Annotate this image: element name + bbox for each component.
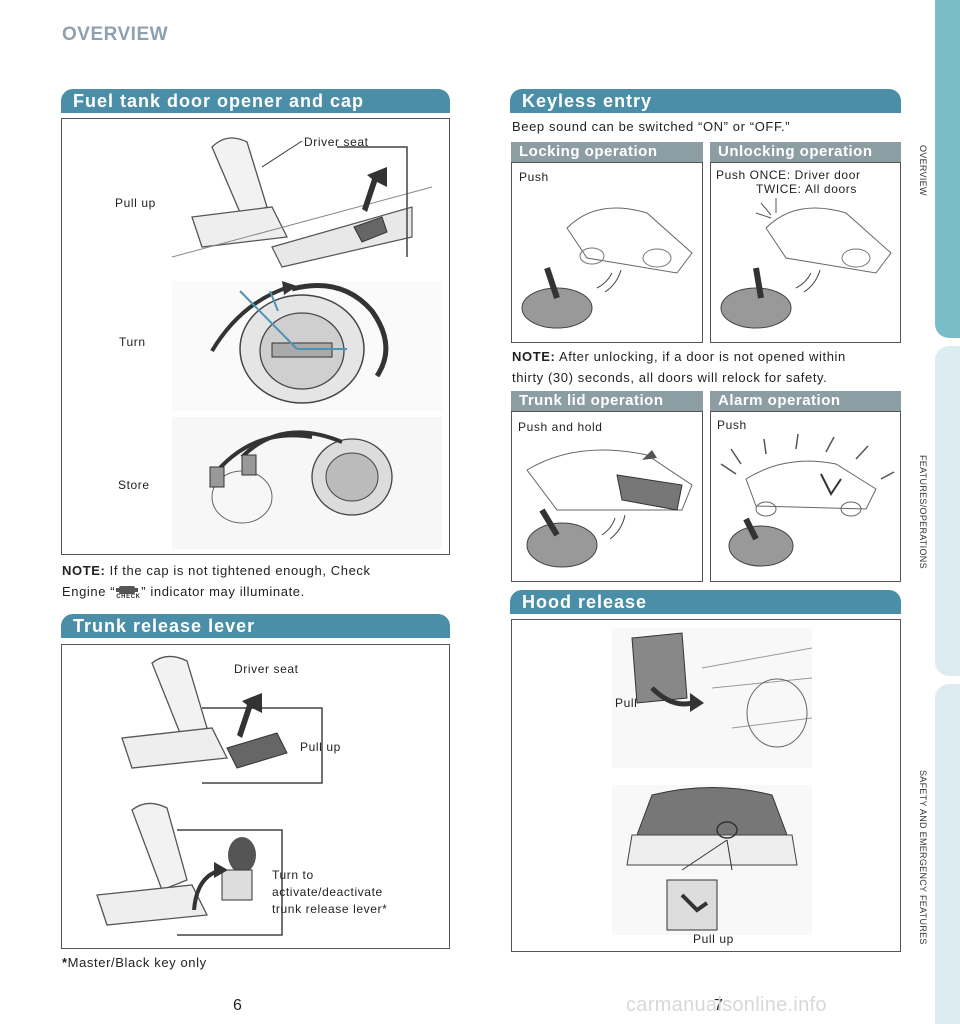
hood-section-title: Hood release — [510, 590, 901, 614]
page-number-left: 6 — [233, 997, 242, 1014]
fuel-note-text-2a: Engine “ — [62, 584, 116, 599]
locking-car-remote-illustration — [521, 207, 693, 329]
trunk-seat-illustration-1 — [121, 655, 323, 784]
fuel-cap-illustration — [172, 281, 442, 411]
fuel-label-pull-up: Pull up — [115, 196, 156, 210]
sidebar-label-overview: OVERVIEW — [918, 145, 928, 196]
trunk-label-turn-2: activate/deactivate — [272, 885, 383, 899]
unlocking-label-1: Push ONCE: Driver door — [716, 168, 861, 182]
keyless-note-label: NOTE: — [512, 349, 556, 364]
trunk-label-turn-3: trunk release lever* — [272, 902, 388, 916]
locking-title: Locking operation — [511, 142, 703, 162]
alarm-illustration-box — [710, 411, 901, 582]
fuel-label-turn: Turn — [119, 335, 146, 349]
keyless-note-text-2: thirty (30) seconds, all doors will relo… — [512, 370, 828, 385]
unlocking-label-2: TWICE: All doors — [756, 182, 857, 196]
unlocking-illustration-box — [710, 162, 901, 343]
driver-seat-pointer — [262, 140, 303, 168]
hood-latch-illustration — [612, 785, 812, 935]
fuel-illustration-box — [61, 118, 450, 555]
sidebar-tab-safety[interactable] — [935, 684, 960, 1024]
trunk-label-pull-up: Pull up — [300, 740, 341, 754]
hood-lever-illustration — [612, 628, 812, 768]
keyless-section-title: Keyless entry — [510, 89, 901, 113]
keyless-note: NOTE: After unlocking, if a door is not … — [512, 346, 902, 388]
alarm-title: Alarm operation — [710, 391, 901, 411]
fuel-label-driver-seat: Driver seat — [304, 135, 369, 149]
seat-illustration — [172, 137, 433, 268]
fuel-label-store: Store — [118, 478, 150, 492]
keyless-note-text-1: After unlocking, if a door is not opened… — [555, 349, 846, 364]
trunk-footnote: *Master/Black key only — [62, 952, 207, 973]
trunk-lid-push-label: Push and hold — [518, 420, 603, 434]
trunk-seat-illustration-2 — [96, 802, 283, 936]
unlocking-car-remote-illustration — [720, 198, 892, 329]
fuel-note-label: NOTE: — [62, 563, 106, 578]
fuel-store-illustration — [172, 417, 442, 549]
hood-illustration-box — [511, 619, 901, 952]
check-icon-text: CHECK — [116, 593, 141, 600]
alarm-push-label: Push — [717, 418, 747, 432]
watermark: carmanualsonline.info — [626, 994, 827, 1016]
page-title: OVERVIEW — [62, 24, 169, 45]
check-engine-icon: CHECK — [115, 584, 141, 602]
page-number-right: 7 — [714, 997, 723, 1014]
trunk-label-turn-1: Turn to — [272, 868, 314, 882]
fuel-note-text-1: If the cap is not tightened enough, Chec… — [105, 563, 371, 578]
sidebar-label-features: FEATURES/OPERATIONS — [918, 455, 928, 569]
hood-pull-label: Pull — [615, 696, 638, 710]
sidebar-label-safety: SAFETY AND EMERGENCY FEATURES — [918, 770, 928, 945]
trunk-label-driver-seat: Driver seat — [234, 662, 299, 676]
sidebar-tab-overview[interactable] — [935, 0, 960, 338]
trunk-footnote-text: Master/Black key only — [67, 955, 207, 970]
fuel-note-text-2b: ” indicator may illuminate. — [141, 584, 305, 599]
hood-pull-up-label: Pull up — [693, 932, 734, 946]
trunk-lid-illustration-box — [511, 411, 703, 582]
trunk-footnote-star: * — [62, 955, 68, 970]
sidebar-tab-features[interactable] — [935, 346, 960, 676]
fuel-note: NOTE: If the cap is not tightened enough… — [62, 560, 452, 602]
trunk-lid-car-remote-illustration — [526, 449, 693, 568]
unlocking-title: Unlocking operation — [710, 142, 901, 162]
locking-illustration-box — [511, 162, 703, 343]
locking-push-label: Push — [519, 170, 549, 184]
trunk-lever-illustration-box — [61, 644, 450, 949]
fuel-section-title: Fuel tank door opener and cap — [61, 89, 450, 113]
trunk-lever-section-title: Trunk release lever — [61, 614, 450, 638]
alarm-car-remote-illustration — [720, 434, 895, 567]
trunk-lid-title: Trunk lid operation — [511, 391, 703, 411]
keyless-beep-text: Beep sound can be switched “ON” or “OFF.… — [512, 119, 791, 134]
